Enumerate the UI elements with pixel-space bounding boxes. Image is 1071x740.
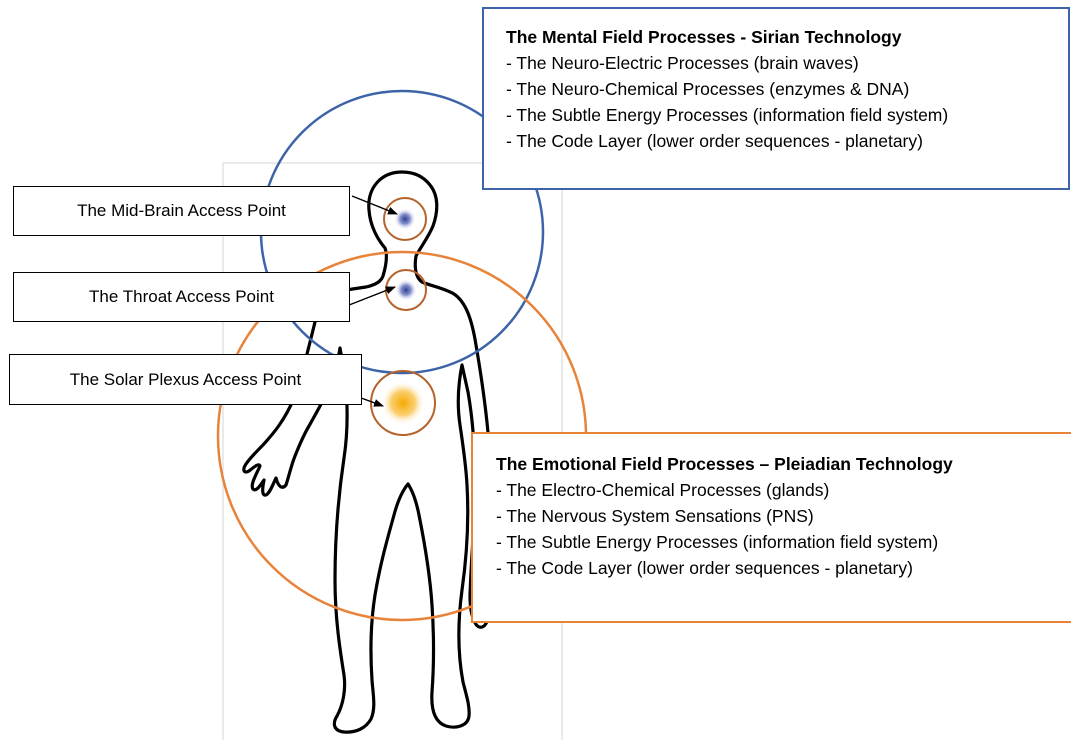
list-item: - The Subtle Energy Processes (informati… — [506, 105, 949, 125]
mid-brain-label: The Mid-Brain Access Point — [77, 201, 286, 220]
mental-field-list: - The Neuro-Electric Processes (brain wa… — [506, 50, 1068, 154]
solar-plexus-label-box: The Solar Plexus Access Point — [9, 354, 362, 405]
emotional-field-title: The Emotional Field Processes – Pleiadia… — [496, 454, 953, 474]
throat-pointer-arrow — [343, 286, 396, 308]
list-item: - The Electro-Chemical Processes (glands… — [496, 480, 830, 500]
throat-access-point — [385, 269, 427, 311]
throat-label: The Throat Access Point — [89, 287, 274, 306]
mental-field-title: The Mental Field Processes - Sirian Tech… — [506, 27, 902, 47]
solar-plexus-label: The Solar Plexus Access Point — [69, 369, 302, 389]
list-item: - The Code Layer (lower order sequences … — [506, 131, 923, 151]
list-item: - The Subtle Energy Processes (informati… — [496, 532, 939, 552]
emotional-field-box: The Emotional Field Processes – Pleiadia… — [471, 432, 1071, 623]
mental-field-box: The Mental Field Processes - Sirian Tech… — [482, 7, 1070, 190]
solar-plexus-access-point — [370, 370, 436, 436]
mid-brain-pointer-arrow — [351, 195, 398, 215]
throat-label-box: The Throat Access Point — [13, 272, 350, 322]
list-item: - The Nervous System Sensations (PNS) — [496, 506, 814, 526]
list-item: - The Code Layer (lower order sequences … — [496, 558, 913, 578]
list-item: - The Neuro-Chemical Processes (enzymes … — [506, 79, 910, 99]
list-item: - The Neuro-Electric Processes (brain wa… — [506, 53, 859, 73]
mid-brain-access-point — [383, 197, 427, 241]
emotional-field-list: - The Electro-Chemical Processes (glands… — [496, 477, 1071, 581]
mid-brain-label-box: The Mid-Brain Access Point — [13, 186, 350, 236]
